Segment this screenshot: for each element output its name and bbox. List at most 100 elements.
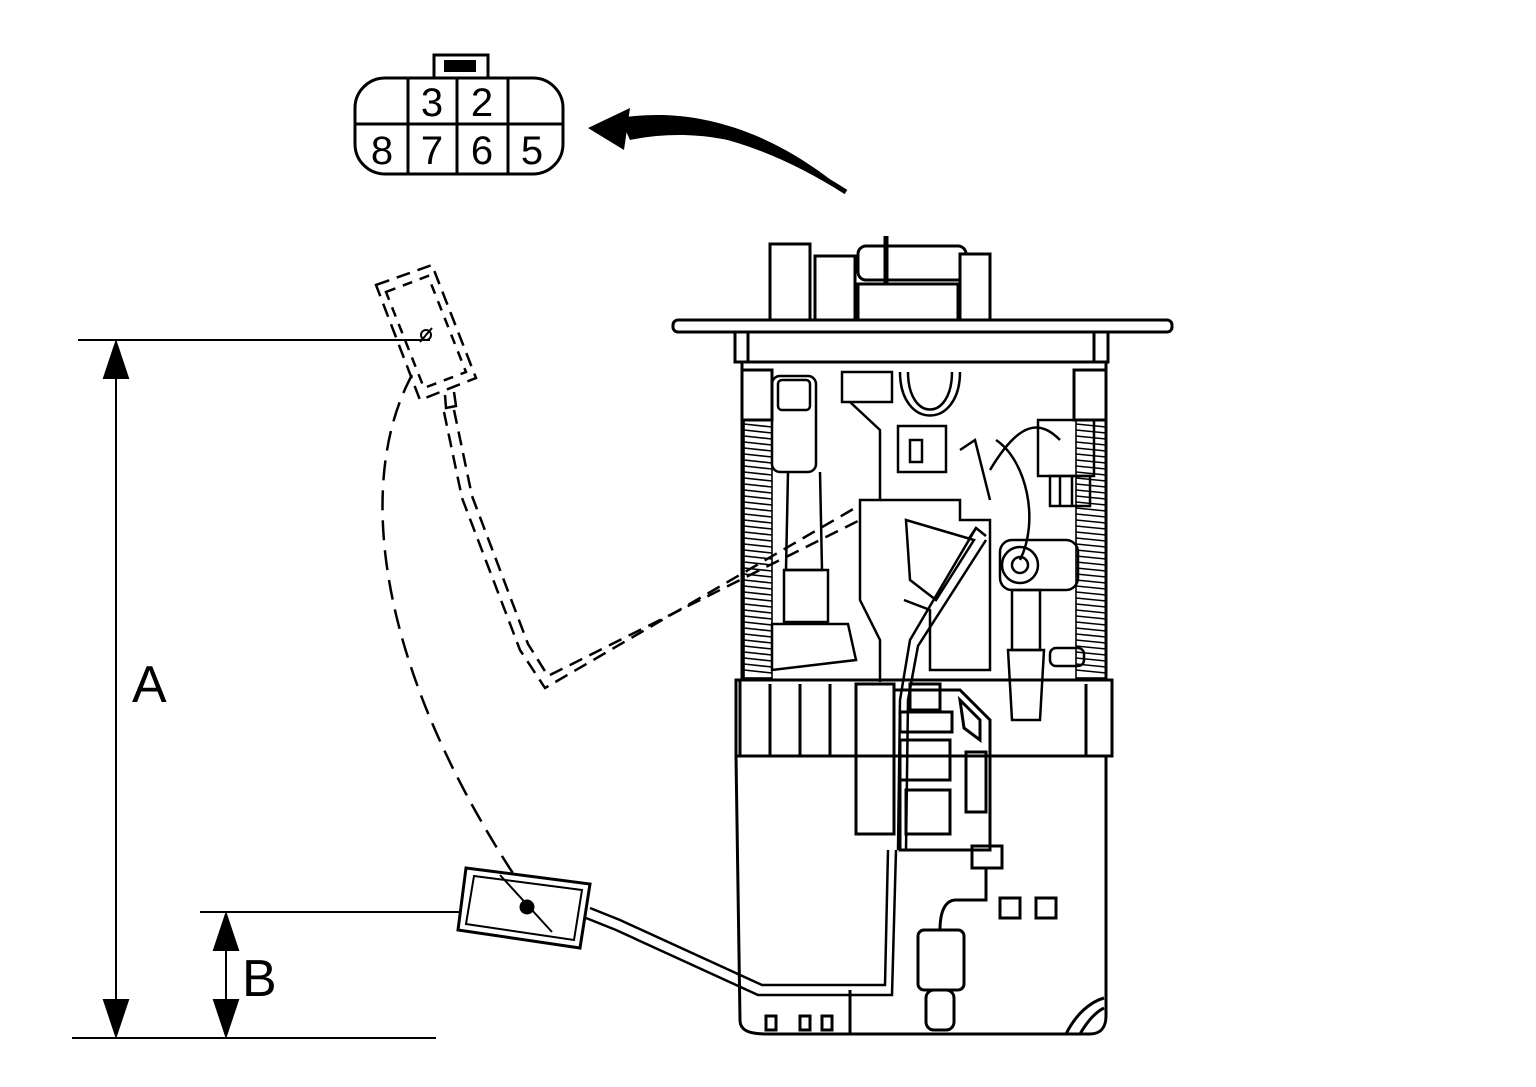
spring-coil <box>1075 603 1107 608</box>
spring-coil <box>1075 441 1107 446</box>
spring-coil <box>743 561 773 566</box>
spring-coil <box>743 471 773 476</box>
spring-coil <box>743 453 773 458</box>
spring-coil <box>743 621 773 626</box>
spring-coil <box>1075 507 1107 512</box>
spring-coil <box>1075 423 1107 428</box>
reservoir-rim <box>734 678 1114 758</box>
spring-coil <box>1075 525 1107 530</box>
spring-coil <box>1075 543 1107 548</box>
dimension-b-label: B <box>242 950 277 1008</box>
outlet-tube-left <box>768 242 812 322</box>
spring-coil <box>1075 435 1107 440</box>
spring-coil <box>1075 465 1107 470</box>
spring-coil <box>1075 531 1107 536</box>
spring-coil <box>743 489 773 494</box>
spring-coil <box>743 435 773 440</box>
spring-coil <box>743 543 773 548</box>
guide-springs <box>743 419 1107 679</box>
spring-coil <box>1075 513 1107 518</box>
spring-coil <box>743 627 773 632</box>
spring-coil <box>743 663 773 668</box>
fuel-filter-neck <box>782 568 830 624</box>
dimension-b-arrow-top <box>212 910 240 951</box>
fuel-pump-module <box>671 236 1174 682</box>
spring-coil <box>1075 585 1107 590</box>
spring-coil <box>743 633 773 638</box>
spring-coil <box>743 459 773 464</box>
fuel-reservoir <box>734 678 1114 1036</box>
spring-coil <box>743 609 773 614</box>
spring-coil <box>743 477 773 482</box>
spring-coil <box>743 567 773 572</box>
flange-base <box>733 330 1110 364</box>
spring-coil <box>1075 537 1107 542</box>
guide-rod-right-top <box>1072 368 1108 422</box>
spring-coil <box>1075 549 1107 554</box>
spring-coil <box>1075 669 1107 674</box>
spring-coil <box>743 483 773 488</box>
spring-coil <box>1075 609 1107 614</box>
spring-left <box>743 419 773 679</box>
spring-right <box>1075 419 1107 679</box>
spring-coil <box>743 597 773 602</box>
spring-coil <box>743 429 773 434</box>
spring-coil <box>1075 519 1107 524</box>
float-upper-body <box>374 263 478 402</box>
float-swing-arc <box>381 374 554 931</box>
spring-coil <box>743 549 773 554</box>
spring-coil <box>1075 627 1107 632</box>
connector-face <box>353 53 565 176</box>
spring-coil <box>1075 567 1107 572</box>
guide-rod-left-top <box>740 368 774 422</box>
spring-coil <box>743 579 773 584</box>
spring-coil <box>743 555 773 560</box>
spring-coil <box>1075 471 1107 476</box>
spring-coil <box>1075 591 1107 596</box>
spring-coil <box>743 603 773 608</box>
spring-coil <box>743 657 773 662</box>
spring-coil <box>743 495 773 500</box>
arm-bracket <box>904 518 976 602</box>
reservoir-body <box>734 755 1108 1036</box>
pin-3-label: 3 <box>421 81 443 125</box>
spring-coil <box>1075 429 1107 434</box>
spring-coil <box>743 447 773 452</box>
pin-5-label: 5 <box>521 129 543 173</box>
dimension-b-arrow-bottom <box>212 999 240 1040</box>
spring-coil <box>1075 639 1107 644</box>
spring-coil <box>743 513 773 518</box>
view-arrow <box>588 108 848 195</box>
float-arm-upper <box>442 411 856 690</box>
float-upper-position <box>374 263 861 931</box>
spring-coil <box>1075 657 1107 662</box>
spring-coil <box>743 615 773 620</box>
dimension-lines <box>72 338 525 1040</box>
spring-coil <box>743 519 773 524</box>
wiring-loop <box>898 371 962 417</box>
dimension-a-label: A <box>132 656 167 714</box>
pin-6-label: 6 <box>471 129 493 173</box>
dimension-a-arrow-top <box>102 338 130 379</box>
float-arm-lower <box>589 849 890 987</box>
spring-coil <box>743 531 773 536</box>
spring-coil <box>743 423 773 428</box>
pin-2-label: 2 <box>471 81 493 125</box>
connector-lock-key <box>444 60 476 72</box>
spring-coil <box>1075 459 1107 464</box>
spring-coil <box>1075 447 1107 452</box>
spring-coil <box>743 501 773 506</box>
spring-coil <box>743 639 773 644</box>
wiring-connector-lower <box>916 928 966 992</box>
spring-coil <box>1075 579 1107 584</box>
spring-coil <box>1075 561 1107 566</box>
spring-coil <box>1075 573 1107 578</box>
mounting-flange <box>671 318 1174 334</box>
spring-coil <box>743 537 773 542</box>
pin-8-label: 8 <box>371 129 393 173</box>
spring-coil <box>1075 645 1107 650</box>
spring-coil <box>743 465 773 470</box>
spring-coil <box>743 507 773 512</box>
spring-coil <box>743 585 773 590</box>
